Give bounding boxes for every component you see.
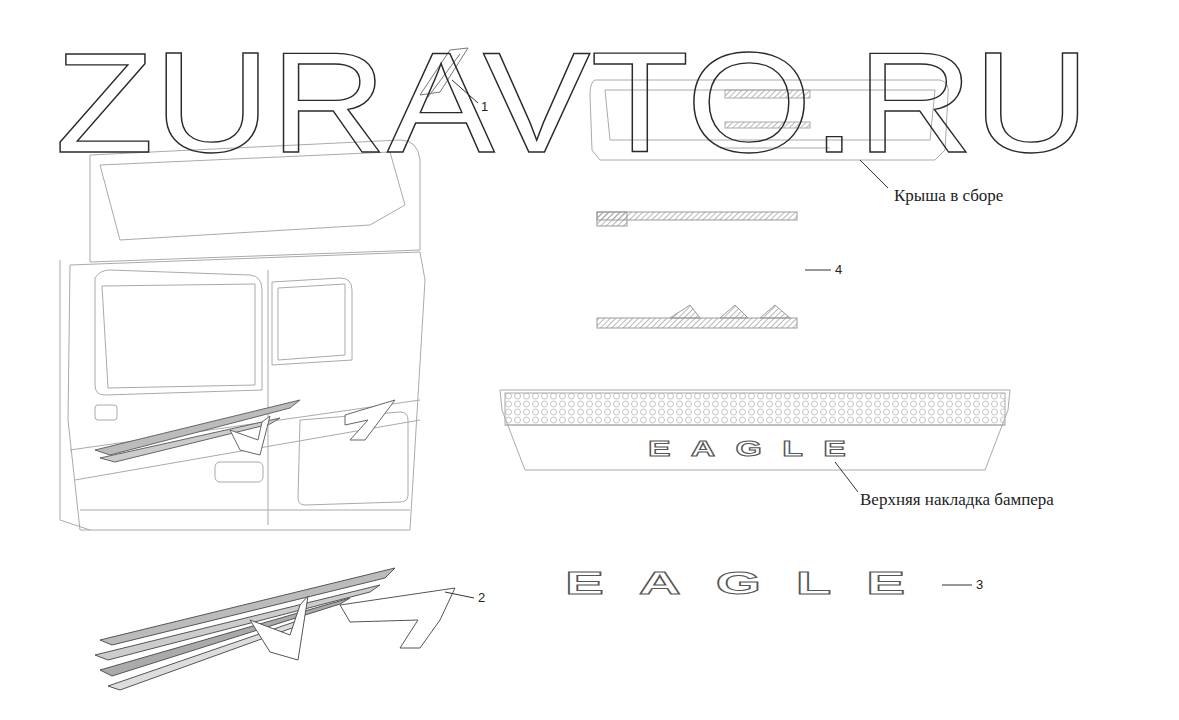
watermark: ZURAVTO.RU (55, 32, 1090, 174)
emblem-lettering: EAGLE (648, 438, 866, 460)
part-name: Крыша в сборе (892, 187, 1005, 204)
callout-number: 3 (976, 578, 983, 591)
emblem-lettering: EAGLE (565, 567, 940, 599)
part-name: Верхняя накладка бампера (858, 491, 1056, 508)
bumper-trim-drawing (500, 390, 1010, 492)
part-2-decal (95, 568, 474, 690)
cab-decal (95, 400, 395, 462)
part-4-strips (597, 212, 831, 328)
leader-line (942, 585, 972, 586)
callout-number: 4 (835, 263, 842, 276)
callout-number: 2 (478, 591, 485, 604)
callout-number: 1 (481, 100, 488, 113)
cab-drawing (60, 140, 425, 530)
